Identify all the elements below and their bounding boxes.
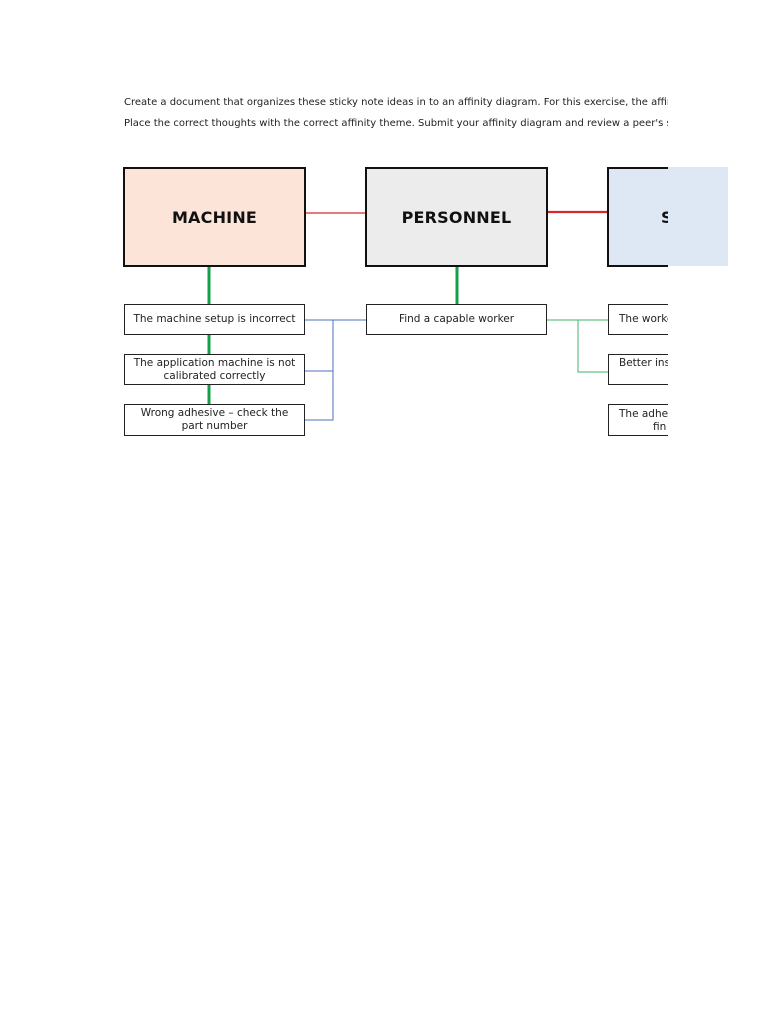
third-theme-overflow-fill	[668, 167, 728, 266]
connector-lines	[207, 210, 608, 421]
theme-machine-label: MACHINE	[171, 207, 258, 227]
note-machine-adhesive-text: Wrong adhesive – check the part number	[140, 407, 289, 432]
diagram-viewport: MACHINE PERSONNEL S The machine setup is…	[123, 167, 668, 436]
instructions-text: Create a document that organizes these s…	[124, 92, 668, 134]
theme-third: S	[607, 167, 668, 267]
note-machine-calibration: The application machine is not calibrate…	[124, 354, 305, 385]
note-machine-adhesive: Wrong adhesive – check the part number	[124, 404, 305, 436]
note-third-worker: The worke	[608, 304, 668, 335]
note-machine-setup-text: The machine setup is incorrect	[133, 313, 296, 325]
instructions-line-2: Place the correct thoughts with the corr…	[124, 118, 668, 129]
note-machine-setup: The machine setup is incorrect	[124, 304, 305, 335]
theme-personnel: PERSONNEL	[365, 167, 548, 267]
note-personnel-capable-worker: Find a capable worker	[366, 304, 547, 335]
instructions-line-1: Create a document that organizes these s…	[124, 97, 668, 108]
theme-personnel-label: PERSONNEL	[401, 207, 512, 227]
note-third-adhesive-text-2: fin	[653, 421, 667, 433]
connector-green-bracket	[577, 320, 608, 373]
note-third-adhesive: The adhes fin	[608, 404, 668, 436]
note-third-better-text: Better ins	[619, 357, 668, 369]
note-personnel-capable-worker-text: Find a capable worker	[398, 313, 515, 325]
connector-blue-bracket	[305, 319, 334, 421]
note-third-adhesive-text-1: The adhes	[619, 408, 668, 420]
note-third-better: Better ins	[608, 354, 668, 385]
note-third-worker-text: The worke	[619, 313, 668, 325]
theme-third-label: S	[661, 207, 668, 227]
theme-machine: MACHINE	[123, 167, 306, 267]
note-machine-calibration-text: The application machine is not calibrate…	[133, 356, 296, 382]
